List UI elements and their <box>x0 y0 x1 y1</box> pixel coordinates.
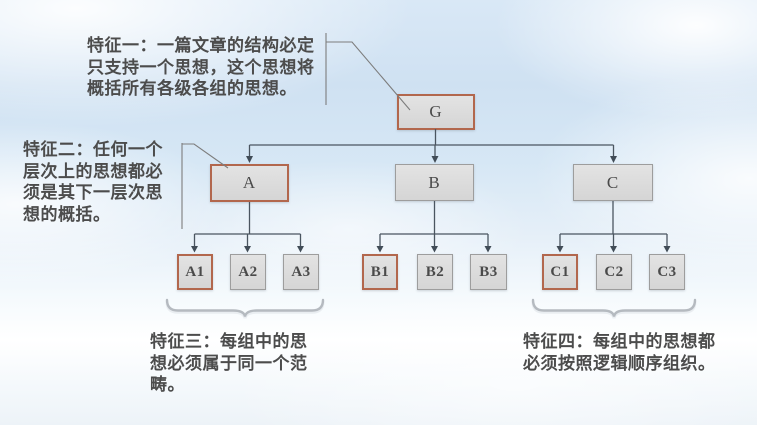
node-c-label: C <box>606 172 620 192</box>
node-a3-label: A3 <box>291 263 311 280</box>
node-b2-label: B2 <box>425 263 445 280</box>
node-a1: A1 <box>177 254 213 290</box>
node-c3: C3 <box>649 254 685 290</box>
node-a2-label: A2 <box>238 263 258 280</box>
node-a: A <box>210 164 289 202</box>
node-c: C <box>573 164 653 201</box>
node-c2: C2 <box>596 254 632 290</box>
node-b3: B3 <box>470 254 507 290</box>
node-b3-label: B3 <box>479 263 498 280</box>
feature2-annotation-text: 特征二：任何一个 层次上的思想都必 须是其下一层次思 想的概括。 <box>23 140 163 225</box>
node-g-label: G <box>429 102 443 121</box>
node-b2: B2 <box>417 254 453 290</box>
node-a3: A3 <box>283 254 319 290</box>
node-b1: B1 <box>362 254 398 290</box>
node-a2: A2 <box>230 254 266 290</box>
node-g: G <box>397 94 475 130</box>
node-c1: C1 <box>542 254 578 290</box>
feature1-annotation-text: 特征一：一篇文章的结构必定 只支持一个思想，这个思想将 概括所有各级各组的思想。 <box>87 36 315 99</box>
node-b1-label: B1 <box>370 263 390 280</box>
node-c1-label: C1 <box>550 263 570 280</box>
feature4-annotation-text: 特征四：每组中的思想都 必须按照逻辑顺序组织。 <box>523 332 716 374</box>
feature3-annotation-text: 特征三：每组中的思 想必须属于同一个范 畴。 <box>150 332 308 395</box>
node-a1-label: A1 <box>185 263 205 280</box>
node-a-label: A <box>242 173 257 192</box>
node-c2-label: C2 <box>604 263 624 280</box>
node-b-label: B <box>428 172 441 192</box>
node-b: B <box>395 164 474 201</box>
node-c3-label: C3 <box>657 263 677 280</box>
